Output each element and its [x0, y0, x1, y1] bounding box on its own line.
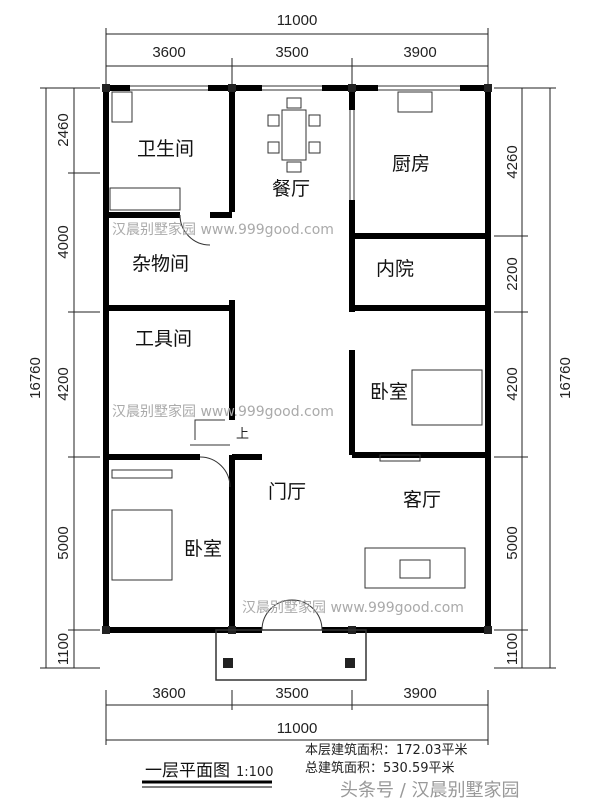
- right-dimension-1: 4260: [504, 145, 521, 178]
- staircase: [190, 419, 230, 446]
- top-dimension-2: 3500: [275, 44, 308, 61]
- room-bathroom: 卫生间: [137, 138, 194, 160]
- room-kitchen: 厨房: [392, 153, 430, 175]
- entrance-porch: [215, 629, 367, 681]
- bottom-dimension-3: 3900: [403, 685, 436, 702]
- furniture: [109, 91, 483, 589]
- bottom-total-dimension: 11000: [277, 720, 318, 737]
- source-watermark: 头条号 / 汉晨别墅家园: [340, 780, 520, 800]
- total-area: 总建筑面积：530.59平米: [305, 760, 455, 776]
- plan-scale: 1:100: [236, 765, 273, 780]
- left-dimension-2: 4000: [55, 225, 72, 258]
- room-living: 客厅: [403, 489, 441, 511]
- left-dimension-3: 4200: [55, 367, 72, 400]
- bottom-dimension-1: 3600: [152, 685, 185, 702]
- left-dimension-1: 2460: [55, 113, 72, 146]
- left-dimension-4: 5000: [55, 526, 72, 559]
- watermark: 汉晨别墅家园 www.999good.com: [112, 221, 334, 238]
- walls: [103, 85, 491, 633]
- window-lines: [130, 85, 460, 200]
- room-bedroom-left: 卧室: [184, 538, 222, 560]
- plan-title: 一层平面图: [145, 761, 230, 781]
- right-dimension-4: 5000: [504, 526, 521, 559]
- room-courtyard: 内院: [376, 258, 414, 280]
- watermark: 汉晨别墅家园 www.999good.com: [242, 599, 464, 616]
- room-tool-room: 工具间: [135, 328, 192, 350]
- room-bedroom-right: 卧室: [370, 381, 408, 403]
- stair-up-label: 上: [236, 427, 249, 442]
- dining-table: [267, 97, 321, 173]
- right-dimension-3: 4200: [504, 367, 521, 400]
- right-dimensions: [494, 87, 556, 669]
- top-dimension-1: 3600: [152, 44, 185, 61]
- doors: [179, 214, 323, 631]
- right-total-dimension: 16760: [557, 357, 574, 399]
- left-dimension-5: 1100: [55, 633, 72, 665]
- top-dimension-3: 3900: [403, 44, 436, 61]
- top-total-dimension: 11000: [277, 12, 318, 29]
- bottom-dimension-2: 3500: [275, 685, 308, 702]
- top-dimensions: [105, 28, 489, 95]
- left-dimensions: [40, 87, 100, 669]
- room-foyer: 门厅: [268, 481, 306, 503]
- room-storage: 杂物间: [132, 253, 189, 275]
- right-dimension-5: 1100: [504, 633, 521, 665]
- right-dimension-2: 2200: [504, 257, 521, 290]
- watermark: 汉晨别墅家园 www.999good.com: [112, 403, 334, 420]
- bottom-dimensions: [105, 690, 489, 745]
- left-total-dimension: 16760: [27, 357, 44, 399]
- floor-area: 本层建筑面积：172.03平米: [305, 742, 468, 758]
- room-dining: 餐厅: [272, 178, 310, 200]
